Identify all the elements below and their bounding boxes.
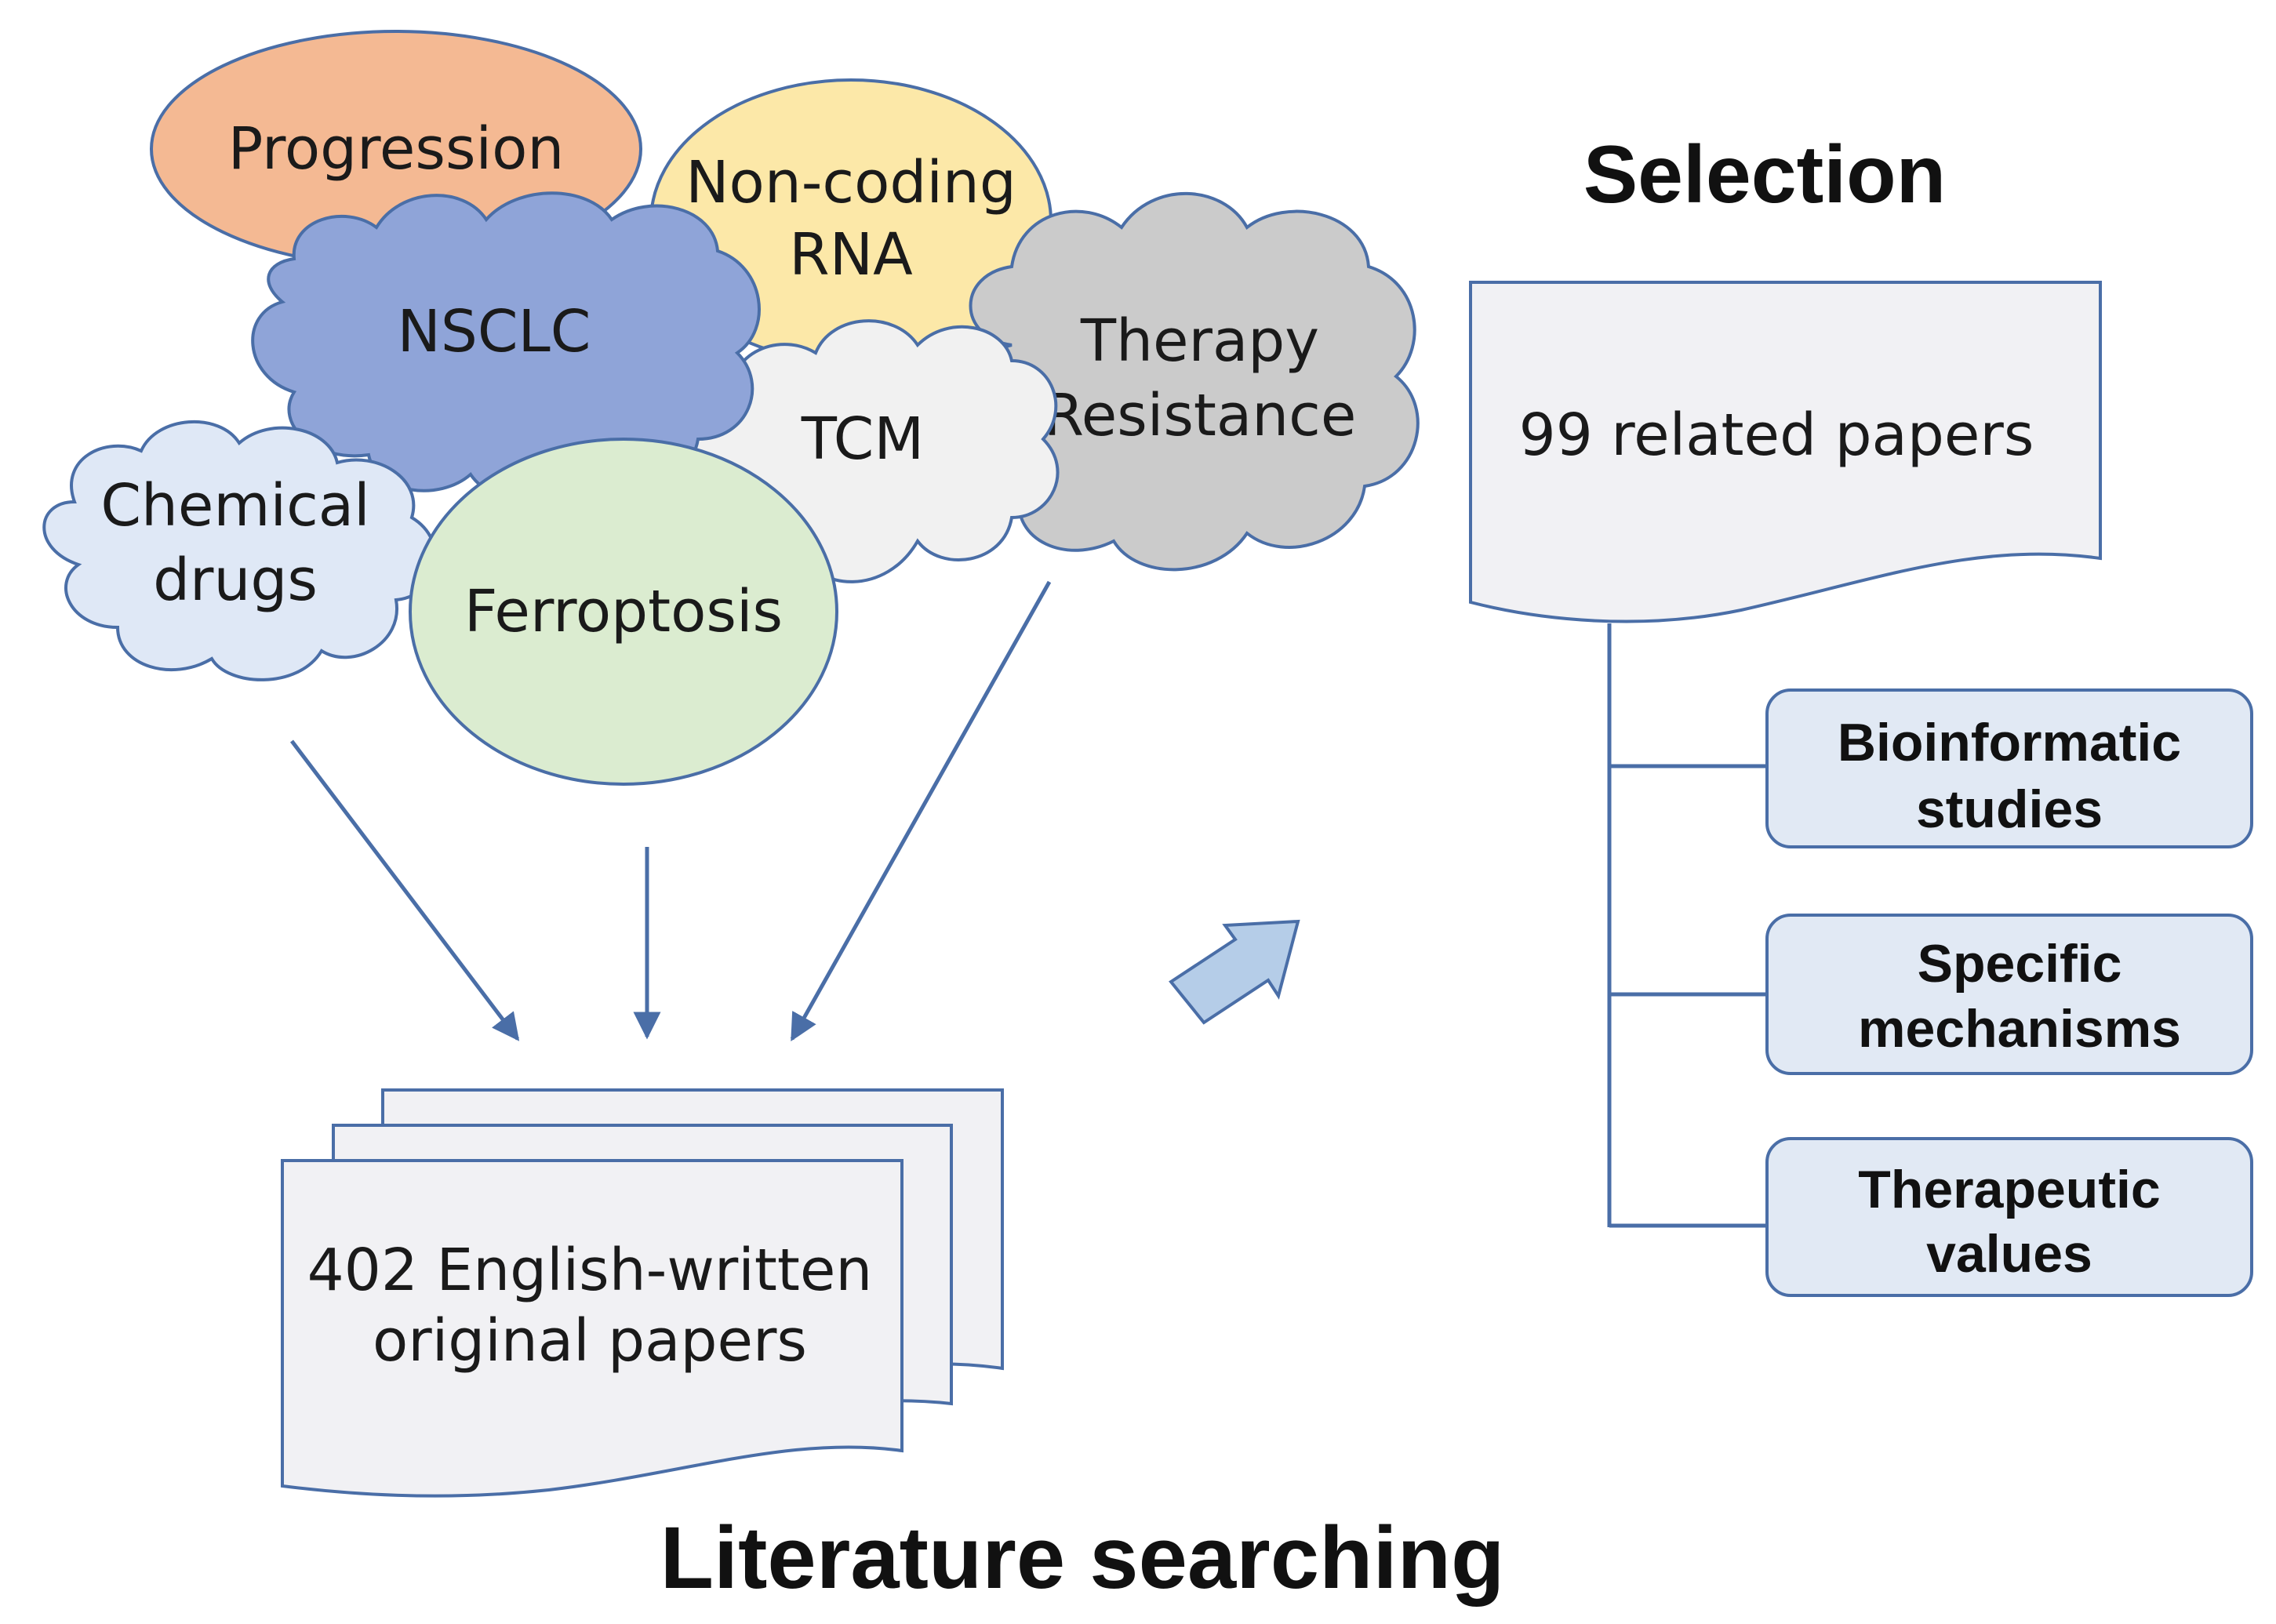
- therapy-resistance-cloud: Therapy Resistance: [969, 191, 1420, 572]
- search-arrow-right: [790, 580, 1052, 1042]
- nsclc-label: NSCLC: [398, 298, 591, 365]
- ferroptosis-label: Ferroptosis: [464, 578, 783, 645]
- selection-result-label: 99 related papers: [1519, 401, 2034, 469]
- block-arrow: [1169, 919, 1300, 1025]
- category-therapeutic-label: Therapeutic: [1858, 1160, 2160, 1219]
- document-front: [281, 1159, 903, 1498]
- category-therapeutic-label-line2: values: [1926, 1224, 2092, 1284]
- search-result-documents: 402 English-written original papers: [281, 1088, 1004, 1498]
- progression-label: Progression: [228, 115, 565, 183]
- chemical-drugs-cloud: Chemical drugs: [42, 420, 438, 681]
- non-coding-rna-label: Non-coding: [685, 149, 1016, 216]
- category-bioinformatic-label-line2: studies: [1916, 779, 2103, 839]
- search-heading: Literature searching: [660, 1509, 1505, 1607]
- search-result-label-line2: original papers: [373, 1307, 807, 1375]
- tcm-label: TCM: [801, 405, 924, 473]
- category-therapeutic-values: Therapeutic values: [1765, 1137, 2253, 1297]
- category-bioinformatic-studies: Bioinformatic studies: [1765, 688, 2253, 848]
- category-specific-label: Specific: [1918, 934, 2122, 994]
- chemical-drugs-label: Chemical: [100, 472, 369, 540]
- tree-connector: [1607, 623, 1767, 1228]
- category-specific-mechanisms: Specific mechanisms: [1765, 914, 2253, 1075]
- category-bioinformatic-label: Bioinformatic: [1838, 713, 2181, 772]
- ferroptosis-bubble: [409, 438, 838, 786]
- selection-heading: Selection: [1583, 129, 1946, 220]
- search-arrow-left: [290, 739, 520, 1041]
- therapy-resistance-label: Therapy: [1080, 307, 1319, 375]
- therapy-resistance-label-line2: Resistance: [1044, 382, 1357, 449]
- chemical-drugs-label-line2: drugs: [153, 547, 318, 614]
- non-coding-rna-label-line2: RNA: [789, 221, 913, 289]
- selection-document: [1469, 281, 2102, 623]
- search-result-label: 402 English-written: [307, 1237, 873, 1304]
- nsclc-cloud: NSCLC: [251, 191, 761, 503]
- category-specific-label-line2: mechanisms: [1858, 999, 2181, 1059]
